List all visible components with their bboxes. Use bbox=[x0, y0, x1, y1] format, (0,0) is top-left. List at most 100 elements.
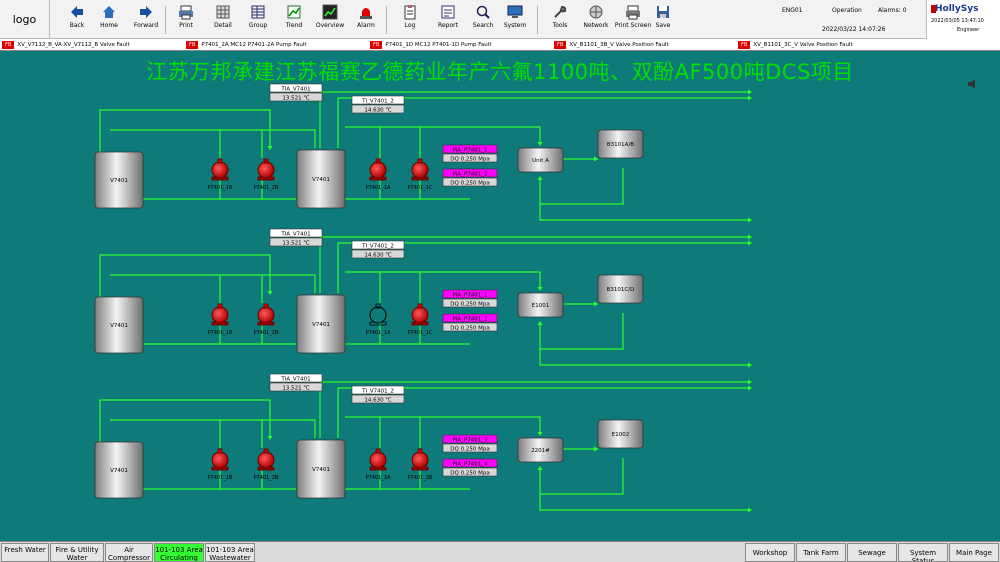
save-button[interactable]: Save bbox=[643, 4, 683, 36]
overview-button[interactable]: Overview bbox=[310, 4, 350, 36]
arrow-right-icon bbox=[594, 446, 598, 452]
nav-workshop[interactable]: Workshop bbox=[745, 543, 795, 562]
nav-fire-utility-water[interactable]: Fire & Utility Water bbox=[50, 543, 104, 562]
trend-button[interactable]: Trend bbox=[274, 4, 314, 36]
alarm-item[interactable]: FB XV_B1101_3C_V Valve Position Fault bbox=[738, 39, 928, 50]
pump[interactable]: P7401_1B bbox=[208, 448, 233, 481]
report-button[interactable]: Report bbox=[428, 4, 468, 36]
printer2-icon bbox=[626, 5, 640, 20]
alarm-item[interactable]: FB P7401_1D MC12 P7401-1D Pump Fault bbox=[370, 39, 550, 50]
pump[interactable]: P7401_2B bbox=[254, 303, 279, 336]
home-icon bbox=[103, 6, 115, 18]
alarm-text: P7401_1D MC12 P7401-1D Pump Fault bbox=[385, 41, 492, 48]
pump[interactable]: P7401_2B bbox=[254, 158, 279, 191]
back-button[interactable]: Back bbox=[57, 4, 97, 36]
group-button[interactable]: Group bbox=[238, 4, 278, 36]
temperature-indicator[interactable]: TI_V7401_214.630 ℃ bbox=[351, 240, 405, 259]
pump[interactable]: P7401_1B bbox=[208, 303, 233, 336]
speaker-icon[interactable] bbox=[967, 79, 979, 89]
print-button[interactable]: Print bbox=[166, 4, 206, 36]
status-time: 2022/03/22 14:07:26 bbox=[822, 26, 886, 33]
pump-label: P7401_1B bbox=[208, 185, 233, 191]
toolbar-separator bbox=[386, 6, 387, 34]
alarm-button[interactable]: Alarm bbox=[346, 4, 386, 36]
home-button[interactable]: Home bbox=[89, 4, 129, 36]
printer-icon bbox=[179, 5, 193, 20]
pipe-line bbox=[539, 168, 624, 205]
pump[interactable]: P7401_2B bbox=[254, 448, 279, 481]
system-button[interactable]: System bbox=[495, 4, 535, 36]
log-button[interactable]: Log bbox=[390, 4, 430, 36]
storage-tank[interactable]: V7401 bbox=[94, 151, 144, 209]
pipe-line bbox=[539, 313, 624, 350]
nav-air-compressor[interactable]: Air Compressor bbox=[105, 543, 153, 562]
pressure-indicator[interactable]: PIA_P7401_1DQ 0.250 Mpa bbox=[442, 289, 498, 308]
monitor-icon bbox=[507, 5, 523, 18]
nav-sewage[interactable]: Sewage bbox=[847, 543, 897, 562]
storage-tank[interactable]: V7401 bbox=[296, 294, 346, 354]
arrow-right-icon bbox=[140, 6, 152, 18]
storage-tank[interactable]: Unit A bbox=[517, 147, 564, 173]
storage-tank[interactable]: V7401 bbox=[296, 149, 346, 209]
pipe-line bbox=[110, 419, 316, 438]
nav-fresh-water[interactable]: Fresh Water bbox=[1, 543, 49, 562]
nav-main-page[interactable]: Main Page bbox=[949, 543, 999, 562]
tag-name: TI_V7401_2 bbox=[361, 243, 394, 249]
nav-system-status[interactable]: System Status bbox=[898, 543, 948, 562]
pump[interactable]: P7401_1B bbox=[208, 158, 233, 191]
temperature-indicator[interactable]: TI_V7401_214.630 ℃ bbox=[351, 385, 405, 404]
pia-value: DQ 0.250 Mpa bbox=[450, 325, 489, 331]
arrow-right-icon bbox=[594, 301, 598, 307]
tag-name: TI_V7401_2 bbox=[361, 388, 394, 394]
pressure-indicator[interactable]: PIA_P7401_1DQ 0.250 Mpa bbox=[442, 144, 498, 162]
pump[interactable]: P7401_3B bbox=[408, 448, 433, 481]
pump[interactable]: P7401_1C bbox=[408, 158, 433, 191]
arrow-right-icon bbox=[748, 89, 752, 95]
pipe-line bbox=[110, 274, 316, 293]
pump[interactable]: P7401_1C bbox=[408, 303, 433, 336]
forward-button[interactable]: Forward bbox=[126, 4, 166, 36]
pressure-indicator[interactable]: PIA_P7401_3DQ 0.250 Mpa bbox=[442, 434, 498, 453]
pressure-indicator[interactable]: PIA_P7401_4DQ 0.250 Mpa bbox=[442, 458, 498, 477]
alarm-text: XV_B1101_3B_V Valve Position Fault bbox=[569, 41, 669, 48]
pump[interactable]: P7401_3A bbox=[366, 448, 391, 481]
search-button[interactable]: Search bbox=[463, 4, 503, 36]
pipe-line bbox=[539, 204, 750, 221]
storage-tank[interactable]: V7401 bbox=[296, 439, 346, 499]
storage-tank[interactable]: V7401 bbox=[94, 441, 144, 499]
storage-tank[interactable]: E1002 bbox=[597, 419, 644, 449]
pressure-indicator[interactable]: PIA_P7401_2DQ 0.250 Mpa bbox=[442, 313, 498, 332]
arrow-right-icon bbox=[748, 507, 752, 513]
storage-tank[interactable]: 2201# bbox=[517, 437, 564, 463]
storage-tank[interactable]: B3101C/D bbox=[597, 274, 644, 304]
tools-button[interactable]: Tools bbox=[540, 4, 580, 36]
detail-button[interactable]: Detail bbox=[203, 4, 243, 36]
pressure-indicator[interactable]: PIA_P7401_2DQ 0.250 Mpa bbox=[442, 168, 498, 186]
table-icon bbox=[251, 5, 265, 19]
storage-tank[interactable]: V7401 bbox=[94, 296, 144, 354]
pia-value: DQ 0.250 Mpa bbox=[450, 156, 489, 162]
arrow-down-icon bbox=[537, 432, 543, 436]
pump-label: P7401_2B bbox=[254, 475, 279, 481]
pump-label: P7401_1B bbox=[208, 330, 233, 336]
alarm-item[interactable]: FB P7401_2A MC12 P7401-2A Pump Fault bbox=[186, 39, 366, 50]
temperature-indicator[interactable]: TI_V7401_214.630 ℃ bbox=[351, 95, 405, 113]
alarm-item[interactable]: FB XV_B1101_3B_V Valve Position Fault bbox=[554, 39, 734, 50]
pump[interactable]: P7401_1A bbox=[366, 303, 391, 336]
alarm-item[interactable]: FB XV_V7112_B_VA XV_V7112_B Valve Fault bbox=[2, 39, 182, 50]
pump[interactable]: P7401_1A bbox=[366, 158, 391, 191]
network-button[interactable]: Network bbox=[576, 4, 616, 36]
pipe-line bbox=[345, 271, 541, 289]
nav-tank-farm[interactable]: Tank Farm bbox=[796, 543, 846, 562]
storage-tank[interactable]: E1001 bbox=[517, 292, 564, 318]
alarm-count: Alarms: 0 bbox=[878, 7, 907, 14]
arrow-down-icon bbox=[267, 146, 273, 150]
print-screen-button[interactable]: Print Screen bbox=[613, 4, 653, 36]
storage-tank[interactable]: B3101A/B bbox=[597, 129, 644, 159]
